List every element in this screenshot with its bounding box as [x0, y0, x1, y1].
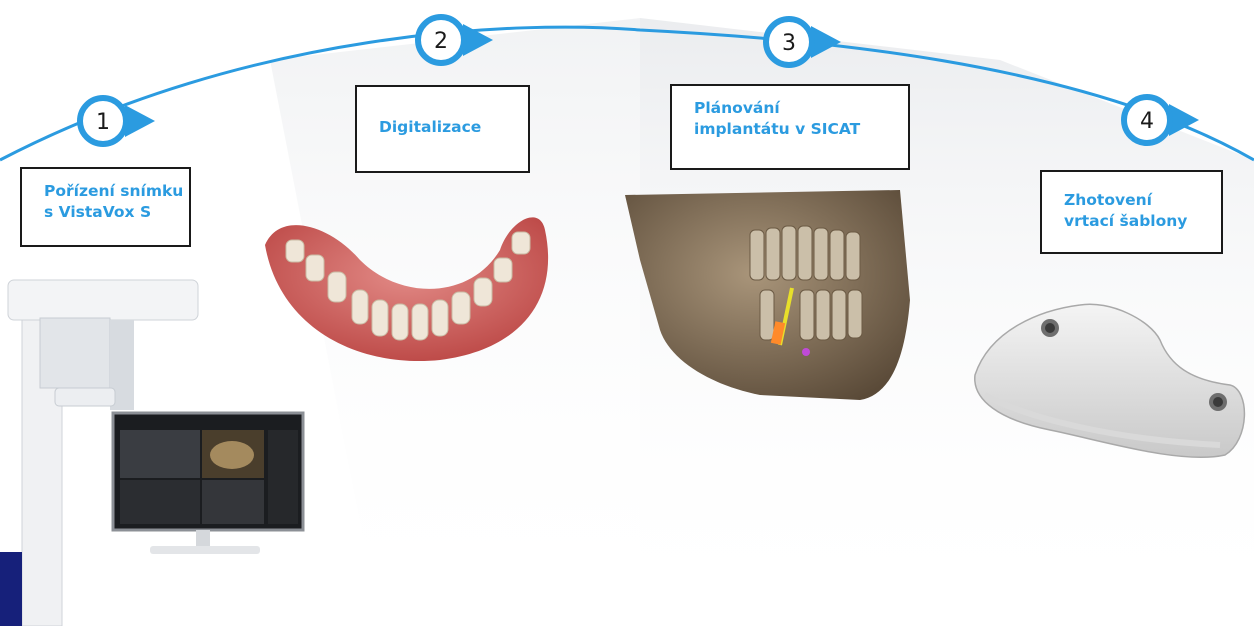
monitor	[113, 413, 303, 554]
step-number: 2	[434, 29, 448, 54]
step-label-line: Digitalizace	[379, 117, 514, 138]
step-label-3: Plánování implantátu v SICAT	[670, 84, 910, 170]
step-number: 3	[782, 31, 796, 56]
step-label-line: implantátu v SICAT	[694, 119, 894, 140]
step-label-line: Zhotovení	[1064, 190, 1207, 211]
step-number: 1	[96, 110, 110, 135]
step-badge-1: 1	[80, 98, 155, 144]
step-label-4: Zhotovení vrtací šablony	[1040, 170, 1223, 254]
step-label-line: s VistaVox S	[44, 202, 175, 223]
step-label-line: vrtací šablony	[1064, 211, 1207, 232]
step-label-1: Pořízení snímku s VistaVox S	[20, 167, 191, 247]
cbct-scanner-image	[8, 280, 303, 626]
badge-pointer-icon	[125, 105, 155, 137]
corner-block	[0, 552, 22, 626]
step-number: 4	[1140, 109, 1154, 134]
step-label-line: Pořízení snímku	[44, 181, 175, 202]
step-label-2: Digitalizace	[355, 85, 530, 173]
step-label-line: Plánování	[694, 98, 894, 119]
